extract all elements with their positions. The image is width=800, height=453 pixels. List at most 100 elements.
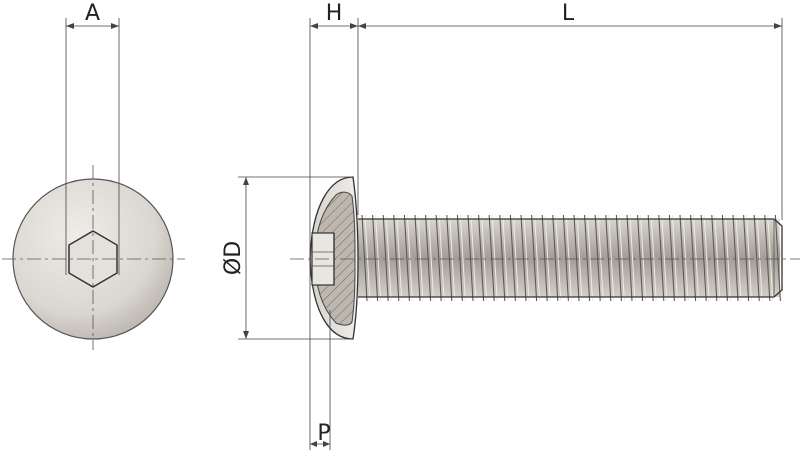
thread-crest	[594, 215, 601, 301]
thread-highlight	[650, 215, 657, 301]
thread-highlight	[756, 215, 763, 301]
thread-crest	[446, 215, 453, 301]
thread-highlight	[364, 215, 371, 301]
h-arrow-left	[310, 23, 318, 29]
thread-highlight	[534, 215, 541, 301]
thread-crest	[393, 215, 400, 301]
thread-highlight	[587, 215, 594, 301]
thread-crest	[562, 215, 569, 301]
thread-crest	[774, 215, 781, 301]
thread-highlight	[682, 215, 689, 301]
thread-crest	[488, 215, 495, 301]
thread-crest	[509, 215, 516, 301]
a-arrow-left	[66, 23, 74, 29]
thread-highlight	[618, 215, 625, 301]
thread-crest	[658, 215, 665, 301]
thread-crest	[753, 215, 760, 301]
p-arrow-right	[323, 441, 330, 447]
a-arrow-right	[111, 23, 119, 29]
thread-highlight	[661, 215, 668, 301]
thread-crest	[584, 215, 591, 301]
thread-highlight	[544, 215, 551, 301]
dimension-label-l: L	[562, 1, 575, 26]
thread-highlight	[481, 215, 488, 301]
thread-crest	[647, 215, 654, 301]
thread-highlight	[417, 215, 424, 301]
thread-crest	[690, 215, 697, 301]
h-arrow-right	[350, 23, 358, 29]
thread-crest	[372, 215, 379, 301]
thread-highlight	[608, 215, 615, 301]
thread-crest	[711, 215, 718, 301]
thread-crest	[637, 215, 644, 301]
thread-crest	[700, 215, 707, 301]
thread-highlight	[597, 215, 604, 301]
thread-crest	[605, 215, 612, 301]
thread-crest	[456, 215, 463, 301]
thread-crest	[414, 215, 421, 301]
thread-highlight	[671, 215, 678, 301]
thread-crest	[520, 215, 527, 301]
thread-highlight	[502, 215, 509, 301]
thread-highlight	[714, 215, 721, 301]
thread-highlight	[438, 215, 445, 301]
thread-crest	[478, 215, 485, 301]
thread-highlight	[375, 215, 382, 301]
thread-highlight	[396, 215, 403, 301]
dimension-label-p: P	[317, 421, 330, 446]
shank-outline	[358, 218, 783, 298]
thread-highlight	[576, 215, 583, 301]
thread-crest	[531, 215, 538, 301]
thread-highlight	[565, 215, 572, 301]
thread-highlight	[459, 215, 466, 301]
thread-highlight	[724, 215, 731, 301]
thread-highlight	[735, 215, 742, 301]
thread-crest	[764, 215, 771, 301]
thread-highlight	[693, 215, 700, 301]
dimension-label-a: A	[85, 1, 100, 26]
thread-highlight	[767, 215, 774, 301]
thread-highlight	[629, 215, 636, 301]
front-view: A	[2, 1, 185, 350]
dimension-label-h: H	[326, 1, 343, 26]
thread-highlight	[523, 215, 530, 301]
thread-crest	[615, 215, 622, 301]
thread-crest	[541, 215, 548, 301]
thread-crest	[626, 215, 633, 301]
side-view: H L ØD P	[221, 1, 800, 450]
thread-highlight	[746, 215, 753, 301]
thread-lines	[361, 215, 783, 301]
thread-crest	[361, 215, 368, 301]
thread-crest	[721, 215, 728, 301]
thread-crest	[499, 215, 506, 301]
thread-crest	[467, 215, 474, 301]
thread-highlight	[703, 215, 710, 301]
d-arrow-top	[243, 177, 249, 185]
thread-highlight	[470, 215, 477, 301]
thread-highlight	[555, 215, 562, 301]
thread-crest	[743, 215, 750, 301]
thread-highlight	[449, 215, 456, 301]
thread-highlight	[512, 215, 519, 301]
thread-crest	[668, 215, 675, 301]
d-arrow-bottom	[243, 331, 249, 339]
thread-crest	[732, 215, 739, 301]
thread-highlight	[428, 215, 435, 301]
thread-crest	[679, 215, 686, 301]
thread-crest	[425, 215, 432, 301]
thread-crest	[552, 215, 559, 301]
thread-crest	[403, 215, 410, 301]
thread-crest	[573, 215, 580, 301]
p-arrow-left	[310, 441, 317, 447]
thread-highlight	[385, 215, 392, 301]
thread-highlight	[491, 215, 498, 301]
l-arrow-right	[774, 23, 782, 29]
thread-crest	[435, 215, 442, 301]
l-arrow-left	[358, 23, 366, 29]
thread-highlight	[406, 215, 413, 301]
thread-highlight	[640, 215, 647, 301]
dimension-label-d: ØD	[221, 241, 246, 275]
thread-crest	[382, 215, 389, 301]
